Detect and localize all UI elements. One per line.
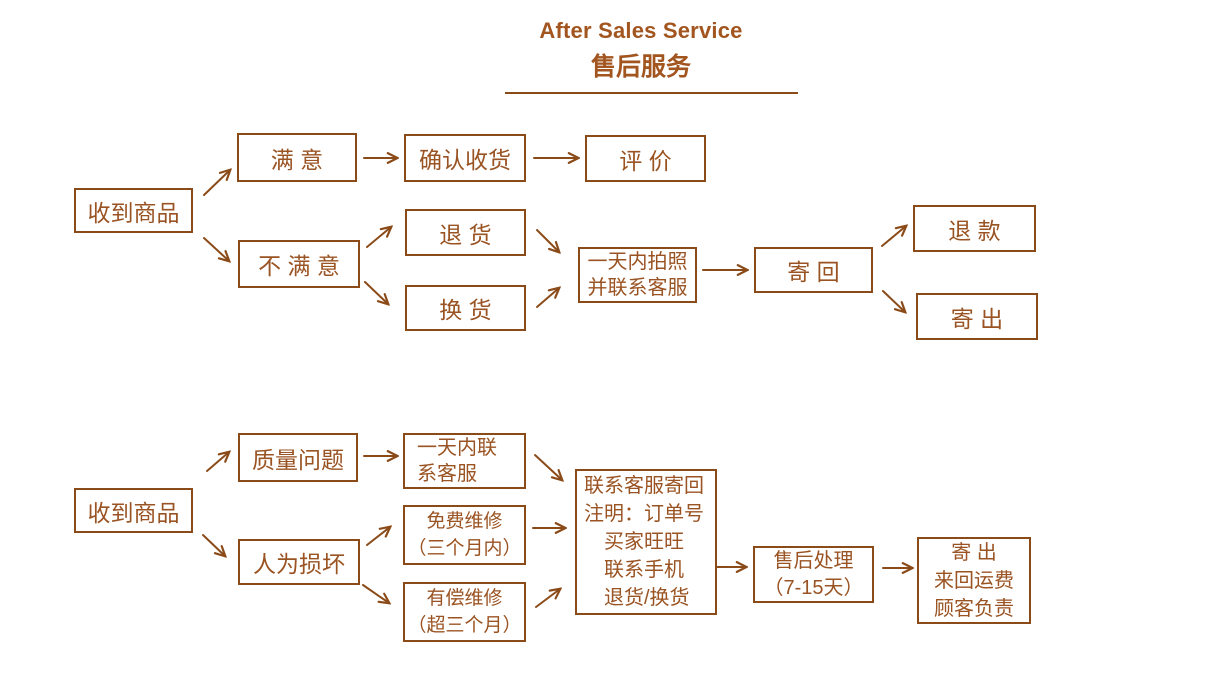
node-line: 一天内拍照 [587,251,688,273]
node-line: 寄 出 [950,305,1004,332]
node-after-sales-processing: 售后处理 （7-15天） [753,546,874,603]
node-line: 免费维修 [426,511,503,532]
node-free-repair: 免费维修 （三个月内） [403,505,526,565]
node-line: 寄 出 [951,541,997,564]
node-line: 售后处理 [773,549,854,572]
node-line: 收到商品 [87,499,180,526]
arrow-received-goods-to-unsatisfied [203,237,229,261]
node-line: 满 意 [270,146,324,173]
node-line: 买家旺旺 [584,531,684,553]
arrow-received-goods-to-satisfied [203,170,230,196]
node-line: 退 货 [439,221,492,248]
node-photo-and-contact: 一天内拍照并联系客服 [578,247,697,303]
arrow-human-damage-to-paid-repair [362,584,389,603]
title-english: After Sales Service [539,18,743,43]
node-received-goods: 收到商品 [74,188,193,233]
arrow-human-damage-to-free-repair [366,527,390,546]
node-return-goods: 退 货 [405,209,526,256]
node-line: 评 价 [619,147,672,174]
title-underline [505,92,798,94]
node-line: （超三个月） [407,615,522,636]
node-exchange-goods: 换 货 [405,285,526,331]
node-line: 顾客负责 [934,597,1014,620]
title-chinese: 售后服务 [590,53,691,81]
node-line: 注明：订单号 [584,503,704,525]
node-confirm-receipt: 确认收货 [404,134,526,182]
node-line: （三个月内） [407,538,522,559]
arrow-unsatisfied-to-return-goods [366,227,391,248]
node-line: 换 货 [439,297,492,323]
node-contact-within-one-day: 一天内联系客服 [403,433,526,489]
arrow-send-back-to-send-out [882,290,905,312]
node-quality-problem: 质量问题 [238,433,358,482]
node-send-out: 寄 出 [916,293,1038,340]
arrow-send-back-to-refund [881,226,906,247]
node-line: 质量问题 [252,446,344,473]
node-line: 寄 回 [787,259,840,285]
node-send-out-customer-pays: 寄 出来回运费顾客负责 [917,537,1031,624]
arrow-received-goods-2-to-quality-problem [206,452,229,472]
node-line: 收到商品 [87,199,180,226]
node-line: 不 满 意 [258,253,340,279]
node-line: 系客服 [417,463,477,485]
node-review: 评 价 [585,135,706,182]
node-line: 退 款 [948,217,1001,244]
arrow-exchange-goods-to-photo-and-contact [536,288,559,308]
arrow-return-goods-to-photo-and-contact [536,229,559,252]
arrow-unsatisfied-to-exchange-goods [364,281,388,304]
arrow-paid-repair-to-contact-service-send-back [535,589,560,608]
node-line: 联系手机 [584,559,684,581]
node-satisfied: 满 意 [237,133,357,182]
arrow-received-goods-2-to-human-damage [202,534,225,556]
node-contact-service-send-back: 联系客服寄回注明：订单号 买家旺旺 联系手机 退货/换货 [575,469,717,615]
node-line: 退货/换货 [584,587,690,609]
title-block: After Sales Service 售后服务 [441,18,841,83]
node-unsatisfied: 不 满 意 [238,240,360,288]
node-line: 并联系客服 [587,277,688,299]
arrow-contact-within-one-day-to-contact-service-send-back [534,454,562,480]
node-refund: 退 款 [913,205,1036,252]
node-human-damage: 人为损坏 [238,539,360,585]
node-send-back: 寄 回 [754,247,873,293]
node-line: 来回运费 [934,569,1014,592]
node-line: （7-15天） [763,576,864,599]
node-line: 确认收货 [419,147,511,173]
node-received-goods-2: 收到商品 [74,488,193,533]
node-line: 有偿维修 [426,588,503,609]
node-line: 一天内联 [417,437,497,459]
node-paid-repair: 有偿维修 （超三个月） [403,582,526,642]
node-line: 联系客服寄回 [584,475,704,497]
node-line: 人为损坏 [253,551,345,577]
